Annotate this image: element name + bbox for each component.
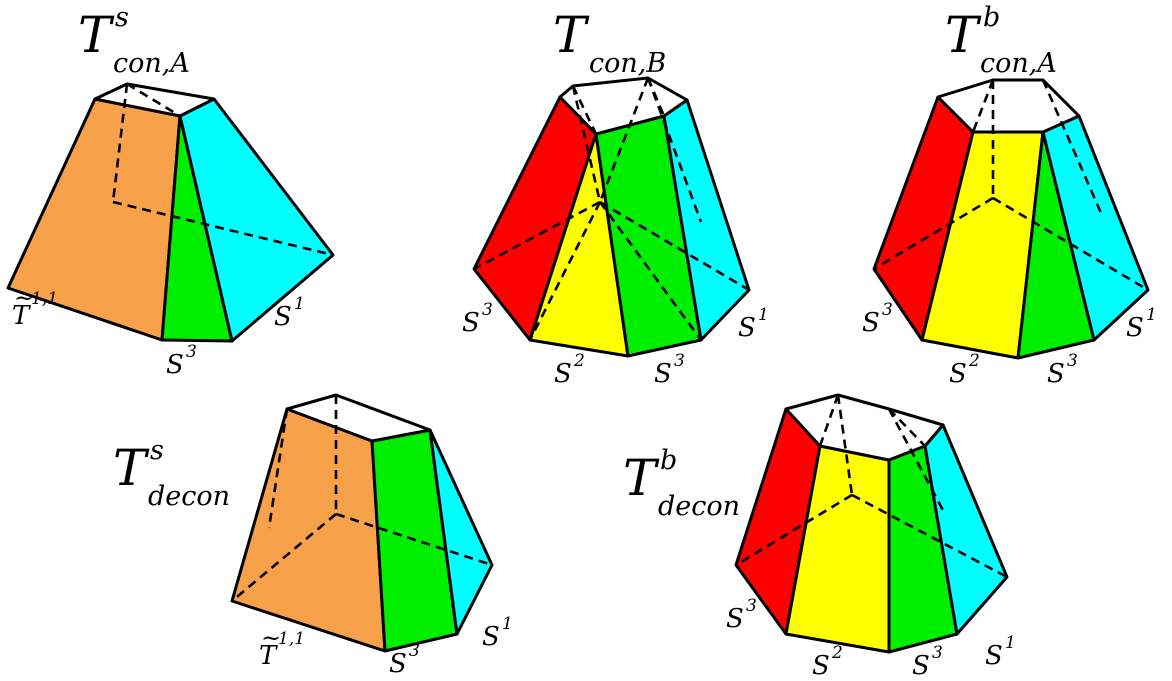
label-s3-right-sup: 3 xyxy=(1067,351,1078,371)
label-s3-right: S xyxy=(1047,359,1065,389)
label-s1: S xyxy=(274,302,292,332)
label-s1: S xyxy=(482,622,500,652)
title-main: T xyxy=(78,6,115,64)
label-s1-sup: 1 xyxy=(1146,305,1157,325)
title-main: T xyxy=(553,6,590,64)
diagram-tcon-a-big: T b con,A S 3 S 2 S 3 S 1 xyxy=(862,2,1157,389)
diagram-tcon-a-small: T s con,A T ~ 1,1 S 3 S 1 xyxy=(6,2,335,380)
label-t11: T xyxy=(259,641,278,671)
title-sup: s xyxy=(115,2,129,33)
label-s2: S xyxy=(554,359,572,389)
label-s2: S xyxy=(949,359,967,389)
title-sub: con,A xyxy=(113,48,190,79)
label-s3-right: S xyxy=(912,651,930,681)
label-s3-left-sup: 3 xyxy=(882,300,893,320)
title-sub: con,A xyxy=(980,48,1057,79)
title-main: T xyxy=(945,6,982,64)
label-s3-right-sup: 3 xyxy=(674,351,685,371)
label-t11-sup: 1,1 xyxy=(31,289,58,309)
label-s1: S xyxy=(738,313,756,343)
hidden-edges xyxy=(231,395,493,602)
label-tilde: ~ xyxy=(261,624,281,652)
title-sup: s xyxy=(150,435,164,466)
diagram-tdecon-big: T b decon S 3 S 2 S 3 S 1 xyxy=(623,393,1016,681)
top-face xyxy=(784,393,945,462)
label-s3-left: S xyxy=(862,308,880,338)
cyan-face xyxy=(428,428,494,636)
label-s3-left: S xyxy=(726,604,744,634)
label-s1-sup: 1 xyxy=(502,614,513,634)
diagram-tdecon-small: T s decon T ~ 1,1 S 3 S 1 xyxy=(113,393,513,679)
label-s3: S xyxy=(166,350,184,380)
label-s3-sup: 3 xyxy=(409,641,420,661)
hidden-edges xyxy=(735,394,1008,579)
title-sub: decon xyxy=(658,491,740,522)
label-s3-sup: 3 xyxy=(186,342,197,362)
label-s1: S xyxy=(985,641,1003,671)
title-sup: b xyxy=(983,2,1000,33)
title-main: T xyxy=(623,449,660,507)
label-s1-sup: 1 xyxy=(1005,633,1016,653)
hidden-edges xyxy=(873,79,1149,292)
label-s3-left-sup: 3 xyxy=(746,596,757,616)
label-s2-sup: 2 xyxy=(968,351,980,371)
label-s2-sup: 2 xyxy=(573,351,585,371)
label-t11: T xyxy=(12,301,31,331)
orange-face xyxy=(230,407,387,653)
label-s3-right: S xyxy=(654,359,672,389)
hidden-edges xyxy=(473,77,750,341)
title-sup: b xyxy=(660,445,677,476)
label-s3: S xyxy=(389,649,407,679)
label-tilde: ~ xyxy=(14,284,34,312)
title-sub: decon xyxy=(148,481,230,512)
diagram-tcon-b: T con,B S 3 S 2 S 3 S 1 xyxy=(462,6,769,389)
label-s3-left: S xyxy=(462,308,480,338)
label-s2: S xyxy=(812,651,830,681)
label-s1-sup: 1 xyxy=(294,294,305,314)
label-s3-right-sup: 3 xyxy=(932,643,943,663)
top-face xyxy=(285,393,432,443)
label-s1: S xyxy=(1126,313,1144,343)
label-t11-sup: 1,1 xyxy=(278,629,305,649)
title-sub: con,B xyxy=(589,48,666,79)
label-s2-sup: 2 xyxy=(831,643,843,663)
title-main: T xyxy=(113,439,150,497)
label-s1-sup: 1 xyxy=(758,305,769,325)
label-s3-left-sup: 3 xyxy=(482,300,493,320)
hidden-edges-overlay xyxy=(111,82,334,257)
